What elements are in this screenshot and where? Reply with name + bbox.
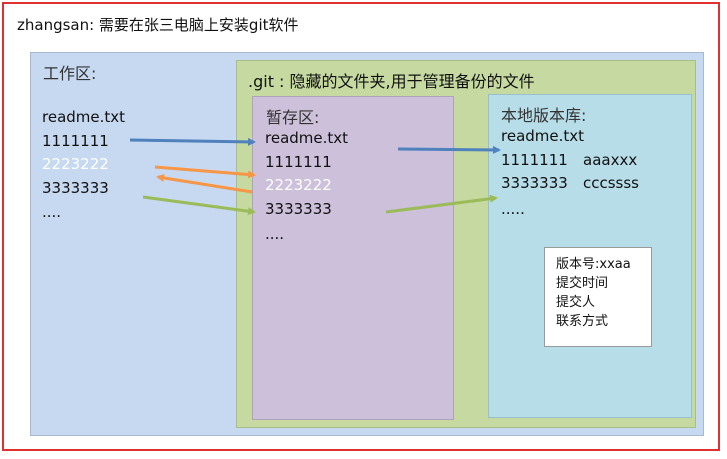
staging-line-3: 3333333 [265,200,332,218]
diagram-title: zhangsan: 需要在张三电脑上安装git软件 [17,16,299,34]
info-contact: 联系方式 [556,314,609,329]
staging-line-more: .... [265,225,285,243]
staging-line-2: 2223222 [265,176,332,194]
add-arrow-modified [154,165,256,179]
staging-label: 暂存区: [266,108,320,127]
workspace-line-2: 2223222 [42,155,109,173]
info-committer: 提交人 [556,295,596,310]
add-arrow-third [142,195,256,216]
staging-file-name: readme.txt [265,129,349,147]
workspace-label: 工作区: [43,64,97,83]
repo-line-1: 1111111 [501,151,568,169]
info-commit-time: 提交时间 [556,276,609,291]
info-version: 版本号:xxaa [556,257,631,272]
commit-arrow-first [397,145,501,154]
commit-info-box [544,247,652,347]
repo-line-3: 3333333 [501,174,568,192]
workspace-line-1: 1111111 [42,132,109,150]
repo-line-more: ..... [501,200,525,218]
workspace-line-3: 3333333 [42,179,109,197]
git-folder-label: .git : 隐藏的文件夹,用于管理备份的文件 [248,72,535,91]
local-repo-label: 本地版本库: [501,106,587,125]
repo-line-1-value: aaaxxx [583,151,638,169]
staging-line-1: 1111111 [265,153,332,171]
add-arrow-readme [129,137,256,146]
checkout-arrow-modified [156,173,253,194]
repo-file-name: readme.txt [501,127,585,145]
repo-line-3-value: cccssss [583,174,640,192]
commit-arrow-third [385,194,498,214]
workspace-line-more: .... [42,203,62,221]
workspace-file-name: readme.txt [42,108,126,126]
